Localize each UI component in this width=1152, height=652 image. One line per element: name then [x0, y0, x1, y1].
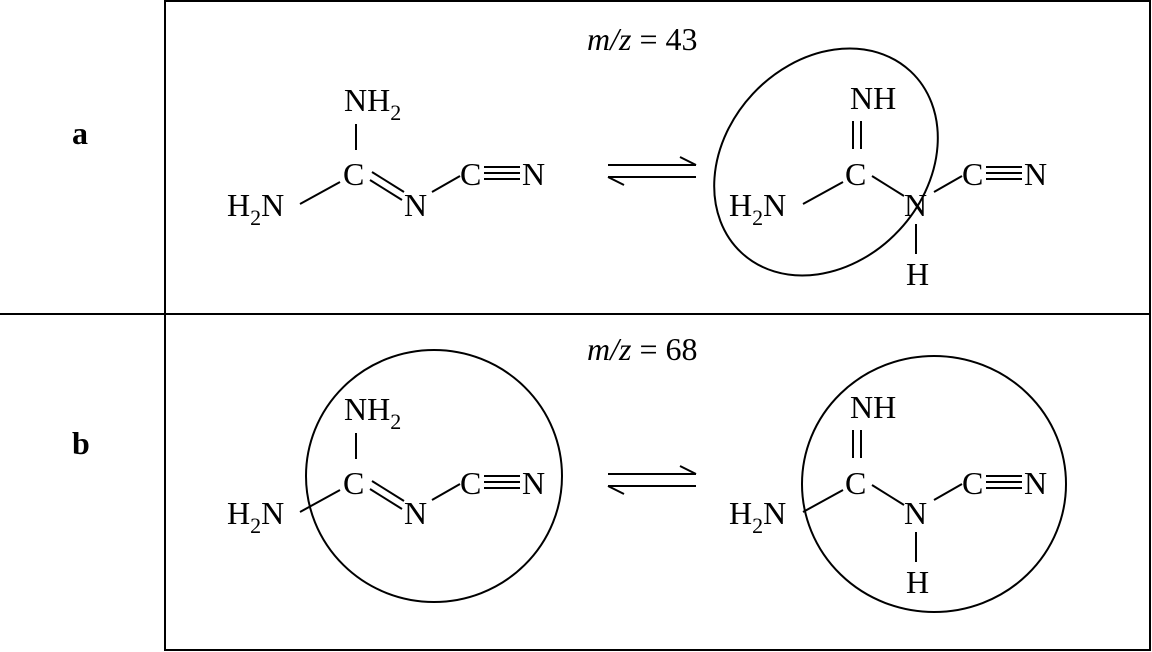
row-b-right-structure: NH C H2N N H C N [729, 355, 1067, 613]
atom-h2n-left: H2N [227, 187, 284, 230]
atom-nitrile-c: C [460, 465, 481, 501]
bond-c-n [871, 175, 905, 197]
atom-amine-n: N [904, 495, 927, 531]
row-a-equilibrium-arrow [607, 156, 697, 186]
atom-h2n-left: H2N [227, 495, 284, 538]
atom-imine-n: N [404, 187, 427, 223]
bond-c-n-double-2 [369, 488, 403, 510]
atom-amine-h: H [906, 564, 929, 600]
row-b-mz-label: m/z = 68 [587, 331, 698, 367]
bond-c-nh2-left [802, 181, 844, 205]
atom-nh2-top: NH2 [344, 82, 401, 125]
atom-carbon: C [343, 465, 364, 501]
row-b-left-structure: NH2 C H2N N C N [227, 349, 563, 603]
outer-frame [164, 0, 1151, 651]
row-a-mz-label: m/z = 43 [587, 21, 698, 57]
bond-c-n-double-1 [371, 171, 405, 193]
atom-nitrile-n: N [522, 465, 545, 501]
fragment-highlight-ellipse [713, 47, 939, 277]
row-b-equilibrium-arrow [607, 465, 697, 495]
atom-amine-n: N [904, 187, 927, 223]
row-a-label: a [72, 115, 88, 151]
atom-nh-top: NH [850, 389, 896, 425]
bond-c-n-double-1 [371, 480, 405, 502]
atom-nh-top: NH [850, 80, 896, 116]
bond-c-nh2-left [299, 489, 341, 513]
atom-nitrile-n: N [1024, 465, 1047, 501]
atom-nitrile-c: C [962, 465, 983, 501]
atom-imine-n: N [404, 495, 427, 531]
row-b: b m/z = 68 NH2 C H2N N C N [72, 331, 1067, 613]
atom-carbon: C [845, 156, 866, 192]
bond-n-c [933, 175, 963, 193]
bond-n-c [431, 175, 461, 193]
atom-h2n-left: H2N [729, 495, 786, 538]
atom-nitrile-n: N [1024, 156, 1047, 192]
bond-n-c [431, 483, 461, 501]
atom-amine-h: H [906, 256, 929, 292]
atom-nh2-top: NH2 [344, 391, 401, 434]
fragment-highlight-circle [305, 349, 563, 603]
bond-c-nh2-left [802, 489, 844, 513]
atom-carbon: C [845, 465, 866, 501]
atom-nitrile-n: N [522, 156, 545, 192]
bond-c-n [871, 484, 905, 506]
bond-c-nh2-left [299, 181, 341, 205]
row-a: a m/z = 43 NH2 C H2N N C N [72, 21, 1047, 292]
fragment-highlight-circle [801, 355, 1067, 613]
row-a-left-structure: NH2 C H2N N C N [227, 82, 545, 230]
atom-h2n-left: H2N [729, 187, 786, 230]
bond-n-c [933, 483, 963, 501]
row-b-label: b [72, 425, 90, 461]
bond-c-n-double-2 [369, 179, 403, 201]
atom-nitrile-c: C [962, 156, 983, 192]
atom-carbon: C [343, 156, 364, 192]
atom-nitrile-c: C [460, 156, 481, 192]
row-a-right-structure: NH C H2N N H C N [713, 47, 1047, 292]
